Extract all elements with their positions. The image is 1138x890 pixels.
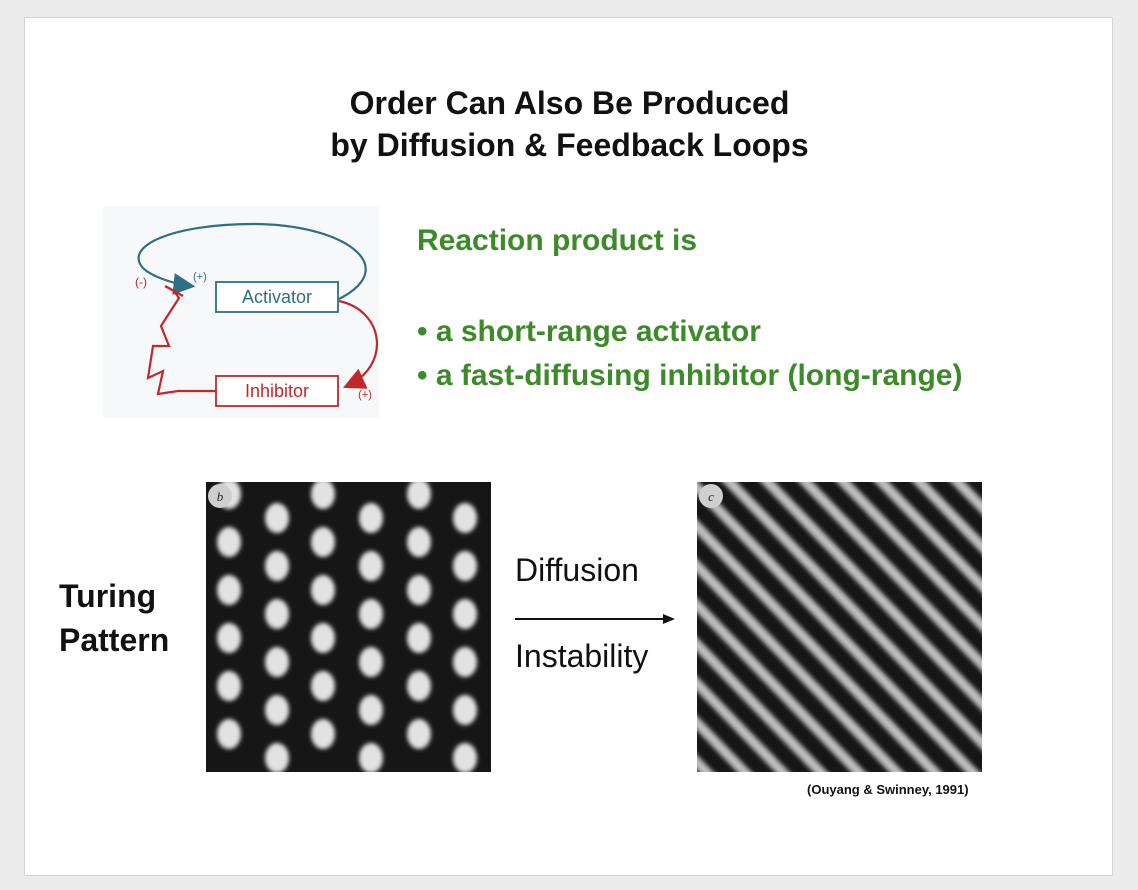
slide-title: Order Can Also Be Produced by Diffusion … <box>25 82 1114 166</box>
pattern-spot <box>311 623 335 653</box>
pattern-spot <box>359 695 383 725</box>
pattern-spot <box>359 503 383 533</box>
title-line-1: Order Can Also Be Produced <box>349 85 790 121</box>
turing-stripe-pattern-image: c <box>697 482 982 772</box>
pattern-spot <box>265 503 289 533</box>
pattern-spot <box>407 623 431 653</box>
reaction-bullet-activator: • a short-range activator <box>417 315 761 348</box>
pattern-spot <box>311 482 335 509</box>
pattern-spot <box>453 647 477 677</box>
pattern-stripe <box>736 482 982 736</box>
pattern-spot <box>359 647 383 677</box>
pattern-stripe <box>697 651 814 772</box>
pattern-stripe <box>850 482 982 618</box>
pattern-spot <box>311 719 335 749</box>
pattern-spot <box>407 527 431 557</box>
inhibition-line-icon <box>146 289 216 396</box>
pattern-spot <box>407 575 431 605</box>
pattern-spot <box>265 743 289 772</box>
pattern-spot <box>407 482 431 509</box>
pattern-spot <box>453 743 477 772</box>
title-line-2: by Diffusion & Feedback Loops <box>330 127 809 163</box>
instability-label: Instability <box>515 638 649 674</box>
pattern-spot <box>359 551 383 581</box>
pattern-stripe <box>774 482 982 697</box>
pattern-spot <box>311 527 335 557</box>
pattern-spot <box>217 719 241 749</box>
activator-box <box>215 281 339 313</box>
inhibitor-label: Inhibitor <box>245 381 309 401</box>
right-arrow-icon <box>515 614 675 624</box>
pattern-stripe <box>697 691 776 772</box>
turing-pattern-label: Turing Pattern <box>59 574 169 662</box>
turing-label-line-1: Turing <box>59 578 157 614</box>
reaction-bullet-inhibitor: • a fast-diffusing inhibitor (long-range… <box>417 359 963 392</box>
pattern-spot <box>407 671 431 701</box>
pattern-spot <box>359 599 383 629</box>
pattern-spot <box>217 527 241 557</box>
pattern-spot <box>265 647 289 677</box>
pattern-stripe <box>697 494 966 772</box>
pattern-spot <box>217 671 241 701</box>
pattern-spot <box>453 503 477 533</box>
reaction-heading: Reaction product is <box>417 224 698 257</box>
self-activation-loop-icon <box>137 222 367 300</box>
pattern-spot <box>453 551 477 581</box>
pattern-spot <box>453 599 477 629</box>
pattern-spot <box>311 575 335 605</box>
pattern-spot <box>265 551 289 581</box>
pattern-spot <box>453 695 477 725</box>
turing-label-line-2: Pattern <box>59 622 170 658</box>
pattern-spot <box>407 719 431 749</box>
panel-letter-b: b <box>217 489 224 504</box>
turing-spot-pattern-image: b <box>206 482 491 772</box>
pattern-stripe <box>926 482 982 539</box>
pattern-stripe <box>697 534 928 772</box>
activation-arrow-icon <box>338 299 379 389</box>
diffusion-label: Diffusion <box>515 552 639 588</box>
panel-letter-c: c <box>708 489 714 504</box>
citation: (Ouyang & Swinney, 1991) <box>807 782 969 797</box>
slide: Order Can Also Be Produced by Diffusion … <box>24 17 1113 876</box>
reaction-list: • a short-range activator • a fast-diffu… <box>417 310 962 398</box>
pattern-stripe <box>698 482 982 772</box>
pattern-stripe <box>888 482 982 579</box>
pattern-spot <box>217 575 241 605</box>
activator-label: Activator <box>242 287 312 307</box>
sign-positive-top: (+) <box>193 271 207 283</box>
pattern-stripe <box>812 482 982 657</box>
pattern-stripe <box>697 612 852 772</box>
pattern-spot <box>311 671 335 701</box>
pattern-spot <box>265 695 289 725</box>
sign-positive-right: (+) <box>358 389 372 401</box>
sign-negative: (-) <box>135 275 147 289</box>
feedback-loop-diagram: Activator Inhibitor (-) (+) (+) <box>103 206 379 418</box>
pattern-spot <box>359 743 383 772</box>
pattern-spot <box>265 599 289 629</box>
pattern-spot <box>217 623 241 653</box>
pattern-stripe <box>697 573 890 772</box>
